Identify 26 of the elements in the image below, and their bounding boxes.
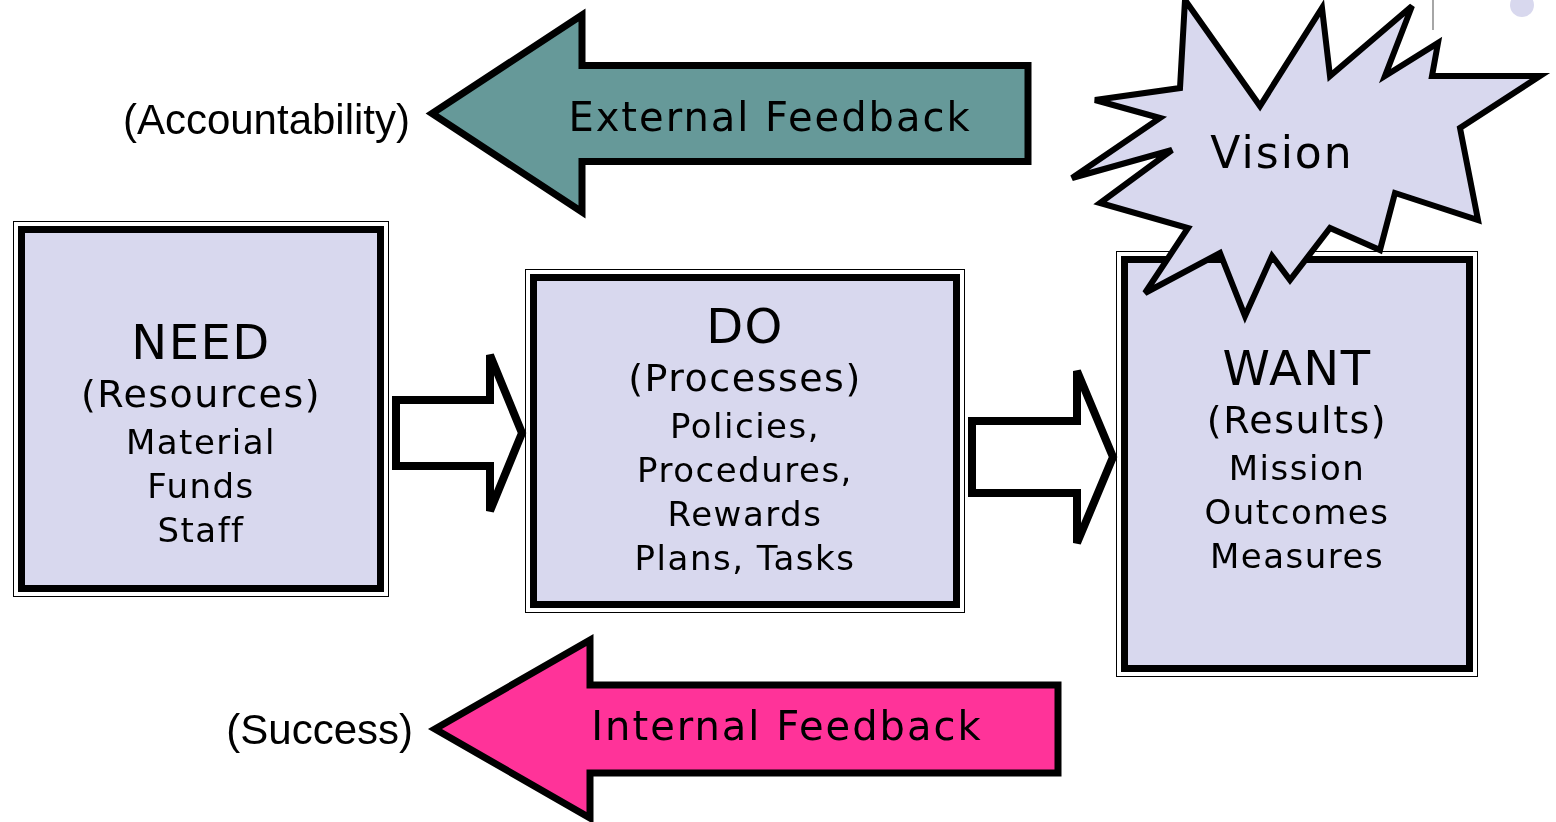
arrow-label: Internal Feedback xyxy=(591,703,983,749)
starburst-label: Vision xyxy=(1210,126,1354,178)
box-item: Mission xyxy=(1228,446,1366,490)
box-subtitle: (Results) xyxy=(1206,397,1388,445)
side-label: (Success) xyxy=(226,706,413,754)
block-arrow xyxy=(392,351,527,515)
starburst-shape xyxy=(1069,0,1551,324)
side-label: (Accountability) xyxy=(122,96,410,144)
box-item: Plans, Tasks xyxy=(634,537,856,581)
box-item: Funds xyxy=(147,464,255,508)
box-item: Rewards xyxy=(667,492,823,536)
box-item: Outcomes xyxy=(1204,490,1390,534)
box-item: Policies, xyxy=(669,404,821,448)
box-title: NEED xyxy=(131,315,271,371)
block-arrow xyxy=(968,367,1118,547)
block-arrow-shape xyxy=(427,633,1062,822)
box-item: Staff xyxy=(157,508,245,552)
box-item: Material xyxy=(125,420,277,464)
box-subtitle: (Resources) xyxy=(80,371,322,419)
box-item: Measures xyxy=(1209,534,1385,578)
block-arrow-shape xyxy=(425,8,1032,219)
arrow-label: External Feedback xyxy=(568,94,972,140)
box-item: Procedures, xyxy=(637,448,853,492)
box-title: DO xyxy=(706,299,784,355)
box-subtitle: (Processes) xyxy=(628,355,862,403)
box-title: WANT xyxy=(1222,341,1372,397)
